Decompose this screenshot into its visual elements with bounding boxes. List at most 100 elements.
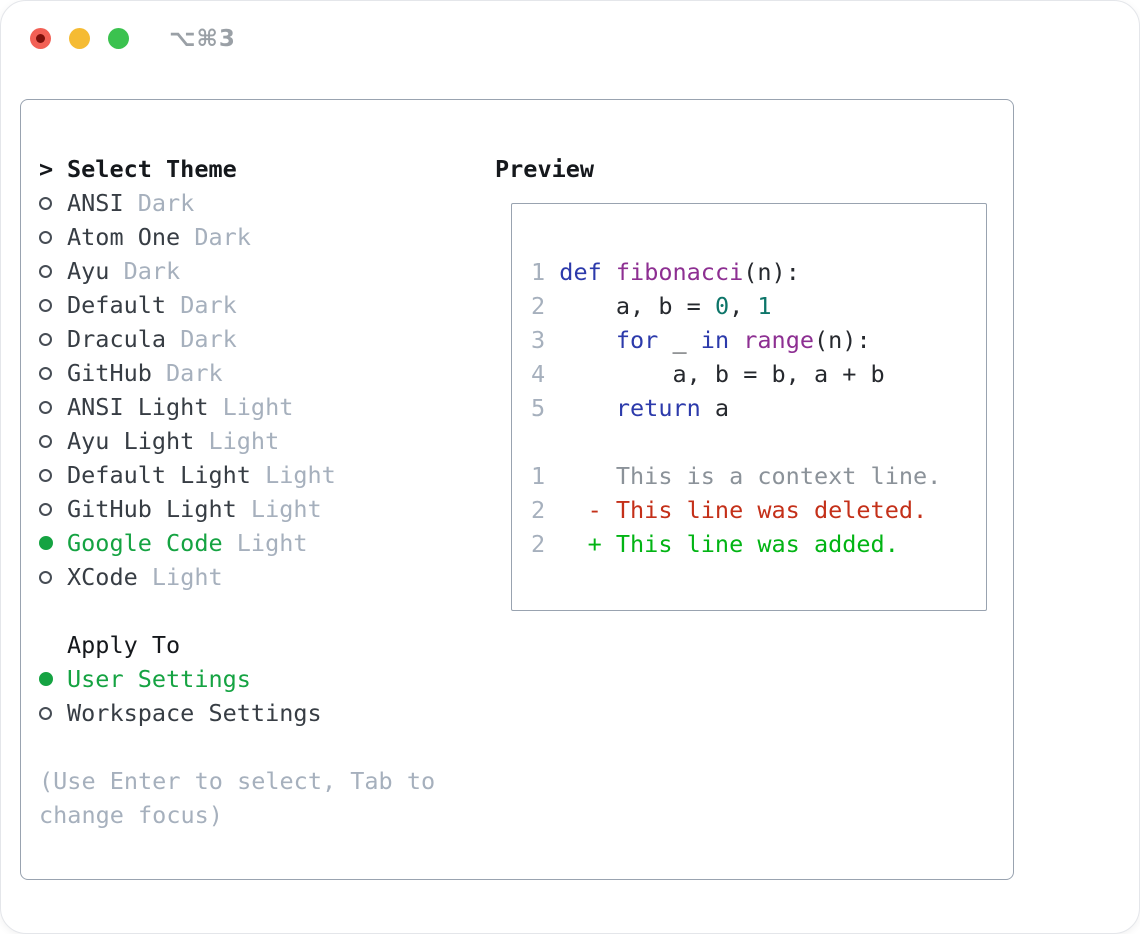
- token-ln: 1: [531, 462, 560, 490]
- apply-option-user-settings[interactable]: User Settings: [39, 662, 479, 696]
- theme-item-xcode[interactable]: XCode Light: [39, 560, 479, 594]
- token-num: 0: [714, 292, 730, 320]
- option-label: ANSI: [67, 189, 124, 217]
- option-label: Ayu Light: [67, 427, 195, 455]
- hint-text: (Use Enter to select, Tab to change focu…: [39, 764, 479, 832]
- hint-line-2: change focus): [39, 801, 223, 829]
- pointer-icon: >: [39, 155, 54, 183]
- token-fn: fibonacci: [615, 258, 744, 286]
- theme-item-google-code[interactable]: Google Code Light: [39, 526, 479, 560]
- token-code: _: [658, 326, 701, 354]
- theme-item-dracula[interactable]: Dracula Dark: [39, 322, 479, 356]
- token-code: [729, 326, 743, 354]
- close-dot-icon: [35, 33, 45, 43]
- code-line: 2 + This line was added.: [531, 527, 941, 561]
- window-title: ⌥⌘3: [169, 26, 236, 52]
- radio-unselected-icon: [39, 264, 67, 278]
- theme-variant-label: Dark: [166, 325, 237, 353]
- theme-variant-label: Light: [222, 529, 308, 557]
- theme-item-ansi-light[interactable]: ANSI Light Light: [39, 390, 479, 424]
- option-label: Default: [67, 291, 167, 319]
- theme-item-default-light[interactable]: Default Light Light: [39, 458, 479, 492]
- token-ctx: This is a context line.: [559, 462, 942, 490]
- theme-item-ayu-light[interactable]: Ayu Light Light: [39, 424, 479, 458]
- code-line: 4 a, b = b, a + b: [531, 357, 941, 391]
- theme-variant-label: Dark: [166, 291, 237, 319]
- theme-item-ansi[interactable]: ANSI Dark: [39, 186, 479, 220]
- theme-item-github[interactable]: GitHub Dark: [39, 356, 479, 390]
- token-ln: 2: [531, 496, 560, 524]
- token-code: [602, 258, 616, 286]
- radio-unselected-icon: [39, 366, 52, 380]
- token-code: ,: [729, 292, 758, 320]
- token-num: 1: [757, 292, 772, 320]
- apply-to-header: Apply To: [39, 628, 479, 662]
- radio-unselected-icon: [39, 196, 67, 210]
- option-label: Dracula: [67, 325, 167, 353]
- hint-line-1: (Use Enter to select, Tab to: [39, 767, 436, 795]
- theme-variant-label: Light: [194, 427, 280, 455]
- theme-item-default[interactable]: Default Dark: [39, 288, 479, 322]
- radio-unselected-icon: [39, 570, 52, 584]
- token-code: a, b =: [559, 292, 715, 320]
- token-kw: in: [700, 326, 730, 354]
- option-label: Workspace Settings: [67, 699, 322, 727]
- option-label: Google Code: [67, 529, 223, 557]
- token-ln: 2: [531, 292, 560, 320]
- apply-option-workspace-settings[interactable]: Workspace Settings: [39, 696, 479, 730]
- radio-unselected-icon: [39, 468, 52, 482]
- titlebar: ⌥⌘3: [1, 1, 1139, 75]
- theme-item-github-light[interactable]: GitHub Light Light: [39, 492, 479, 526]
- radio-unselected-icon: [39, 332, 67, 346]
- code-line: 2 - This line was deleted.: [531, 493, 941, 527]
- token-fn: range: [743, 326, 814, 354]
- option-label: GitHub Light: [67, 495, 237, 523]
- radio-selected-icon: [39, 672, 67, 686]
- option-label: User Settings: [67, 665, 251, 693]
- option-label: Default Light: [67, 461, 251, 489]
- radio-unselected-icon: [39, 298, 67, 312]
- radio-unselected-icon: [39, 502, 52, 516]
- select-theme-title: Select Theme: [67, 155, 237, 183]
- token-add: + This line was added.: [559, 530, 899, 558]
- radio-unselected-icon: [39, 434, 52, 448]
- theme-variant-label: Light: [137, 563, 223, 591]
- code-line: 1 This is a context line.: [531, 459, 941, 493]
- radio-unselected-icon: [39, 570, 67, 584]
- theme-variant-label: Dark: [123, 189, 195, 217]
- minimize-button[interactable]: [68, 27, 90, 49]
- radio-unselected-icon: [39, 706, 52, 720]
- theme-variant-label: Dark: [180, 223, 251, 251]
- theme-variant-label: Light: [250, 461, 336, 489]
- close-button[interactable]: [29, 27, 51, 49]
- radio-unselected-icon: [39, 502, 67, 516]
- radio-unselected-icon: [39, 196, 52, 210]
- spacer: [39, 594, 479, 628]
- token-code: [559, 394, 616, 422]
- radio-unselected-icon: [39, 468, 67, 482]
- radio-unselected-icon: [39, 366, 67, 380]
- theme-item-atom-one[interactable]: Atom One Dark: [39, 220, 479, 254]
- code-line: 1 def fibonacci(n):: [531, 255, 941, 289]
- theme-variant-label: Light: [236, 495, 322, 523]
- token-code: a, b = b, a + b: [559, 360, 885, 388]
- option-label: Atom One: [67, 223, 181, 251]
- radio-selected-icon: [39, 672, 53, 686]
- theme-variant-label: Light: [208, 393, 294, 421]
- radio-unselected-icon: [39, 332, 52, 346]
- theme-item-ayu[interactable]: Ayu Dark: [39, 254, 479, 288]
- token-ln: 2: [531, 530, 560, 558]
- token-kw: def: [559, 258, 602, 286]
- token-del: - This line was deleted.: [559, 496, 928, 524]
- token-ln: 1: [531, 258, 560, 286]
- token-ln: 4: [531, 360, 560, 388]
- zoom-button[interactable]: [107, 27, 129, 49]
- token-code: (n):: [814, 326, 871, 354]
- token-code: [559, 326, 616, 354]
- preview-title: Preview: [495, 155, 595, 183]
